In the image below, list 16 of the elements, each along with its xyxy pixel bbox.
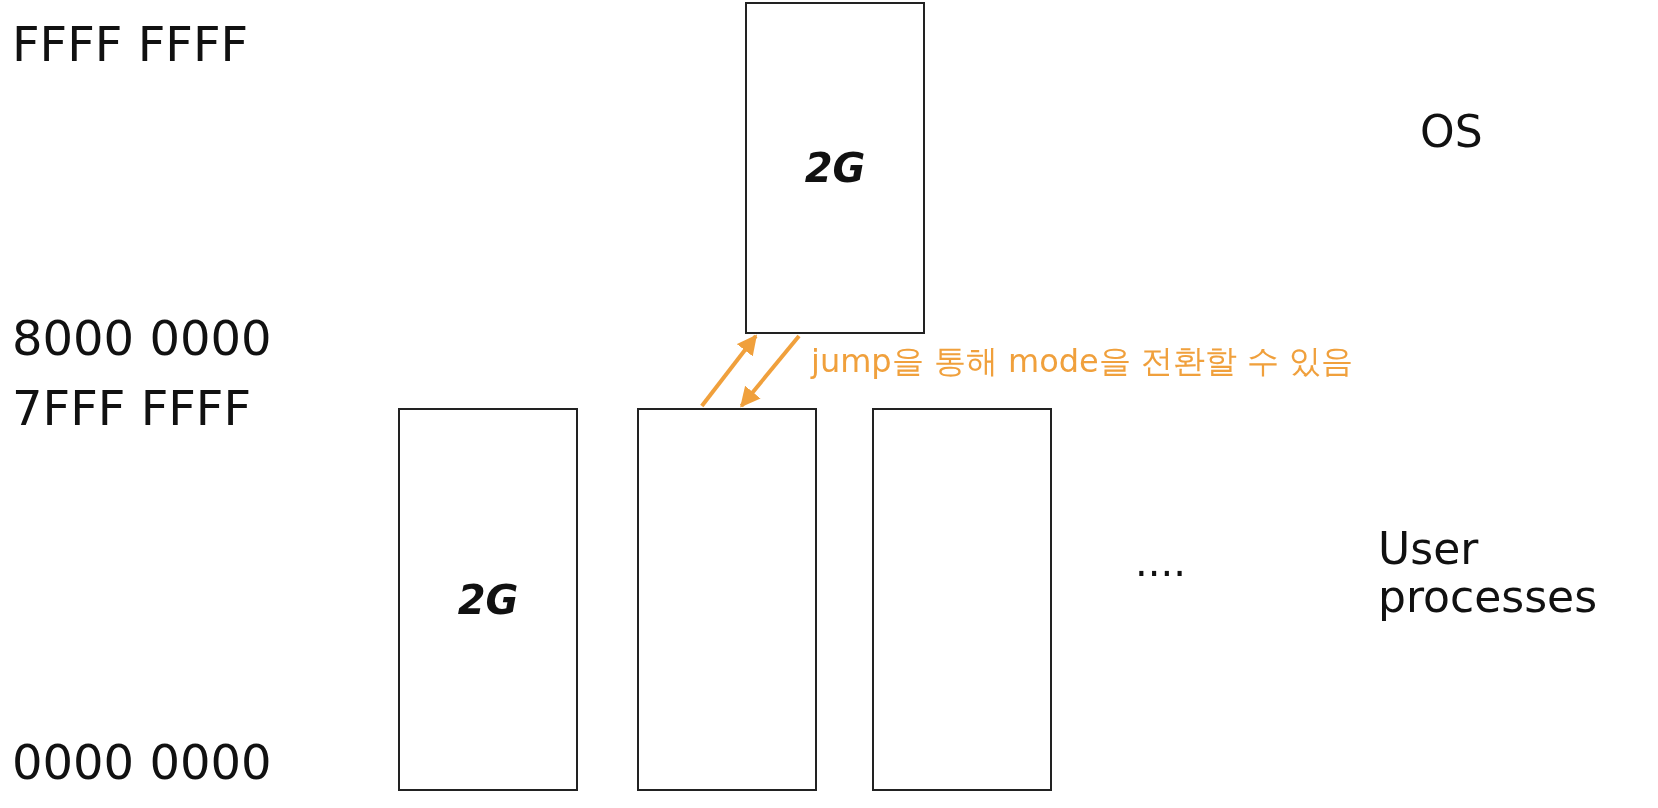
arrow bbox=[700, 334, 758, 408]
size-label: 2G bbox=[457, 576, 519, 623]
address-label: 0000 0000 bbox=[12, 736, 272, 789]
memory-block bbox=[398, 408, 578, 791]
memory-block bbox=[637, 408, 817, 791]
region-label: User processes bbox=[1378, 525, 1599, 622]
memory-block bbox=[872, 408, 1052, 791]
memory-block bbox=[745, 2, 925, 334]
address-label: 8000 0000 bbox=[12, 312, 272, 365]
region-label: OS bbox=[1420, 108, 1483, 157]
address-label: FFFF FFFF bbox=[12, 18, 249, 71]
annotation-text: jump을 통해 mode을 전환할 수 있음 bbox=[811, 344, 1354, 380]
ellipsis-text: .... bbox=[1135, 540, 1186, 584]
size-label: 2G bbox=[804, 145, 866, 191]
arrow bbox=[739, 334, 801, 408]
address-label: 7FFF FFFF bbox=[12, 382, 252, 435]
